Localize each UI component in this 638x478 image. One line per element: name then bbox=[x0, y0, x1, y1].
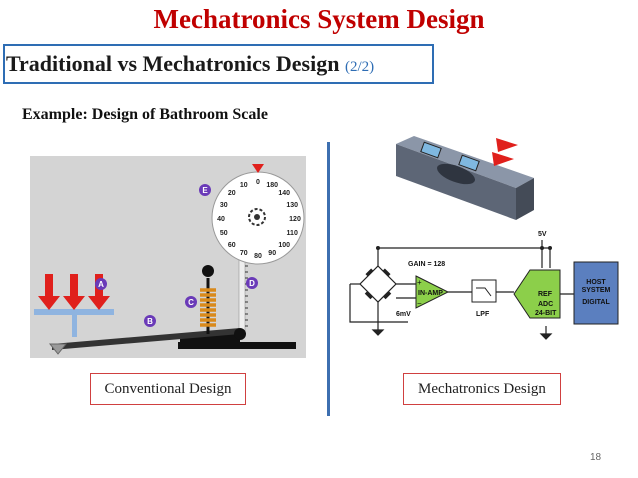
dial-number: 100 bbox=[278, 242, 290, 249]
dial-number: 130 bbox=[286, 202, 298, 209]
part-label-a: A bbox=[95, 278, 107, 290]
dial-pointer bbox=[252, 164, 264, 173]
fulcrum bbox=[48, 343, 68, 355]
force-arrow-2 bbox=[492, 152, 514, 166]
adc-bits-label: 24-BIT bbox=[535, 310, 557, 317]
strain-gauge-2 bbox=[458, 154, 480, 172]
adc-label: ADC bbox=[538, 301, 553, 308]
lever-b bbox=[52, 328, 240, 350]
lpf-block bbox=[471, 279, 497, 303]
section-divider bbox=[327, 142, 330, 416]
slide-subtitle: Traditional vs Mechatronics Design (2/2) bbox=[6, 51, 374, 77]
pan-stem bbox=[72, 315, 77, 337]
dial-number: 140 bbox=[278, 190, 290, 197]
gear-icon bbox=[248, 208, 266, 226]
part-label-c: C bbox=[185, 296, 197, 308]
rack-pivot bbox=[234, 328, 246, 340]
amp-label: IN-AMP bbox=[418, 290, 443, 297]
host-label-3: DIGITAL bbox=[582, 299, 610, 306]
svg-text:E: E bbox=[202, 186, 208, 195]
dial-number: 120 bbox=[289, 216, 301, 223]
spring-knob bbox=[202, 265, 214, 277]
host-label-1: HOST bbox=[586, 279, 606, 286]
signal-chain-schematic: + − IN-AMP LPF REF ADC 24-BIT HOST SYSTE… bbox=[349, 231, 619, 340]
spring-coil bbox=[200, 288, 216, 327]
mechatronics-design-caption: Mechatronics Design bbox=[403, 373, 561, 405]
svg-text:B: B bbox=[147, 317, 153, 326]
subtitle-box bbox=[3, 44, 434, 84]
part-label-d: D bbox=[246, 277, 258, 289]
conventional-design-caption: Conventional Design bbox=[90, 373, 246, 405]
dial-number: 30 bbox=[220, 202, 228, 209]
amp-minus-sign: − bbox=[417, 299, 422, 308]
ref-label: REF bbox=[538, 291, 553, 298]
subtitle-page: (2/2) bbox=[344, 59, 375, 75]
host-label-2: SYSTEM bbox=[582, 287, 611, 294]
host-system-block bbox=[573, 261, 619, 325]
dial-number: 50 bbox=[220, 230, 228, 237]
spring-mount bbox=[180, 334, 240, 342]
pan-platform bbox=[34, 309, 114, 315]
adc-block bbox=[513, 269, 561, 319]
dial-number: 180 bbox=[266, 182, 278, 189]
strain-gauge-1 bbox=[420, 141, 442, 159]
in-amp bbox=[415, 275, 450, 309]
dial-number: 110 bbox=[287, 230, 298, 237]
amp-plus-sign: + bbox=[417, 278, 422, 287]
base-plate bbox=[178, 342, 296, 349]
gain-label: GAIN = 128 bbox=[408, 261, 445, 268]
dial-number: 60 bbox=[228, 242, 236, 249]
part-label-e: E bbox=[199, 184, 211, 196]
lpf-label: LPF bbox=[476, 311, 490, 318]
svg-text:D: D bbox=[249, 279, 255, 288]
example-heading: Example: Design of Bathroom Scale bbox=[22, 106, 268, 123]
slide-title: Mechatronics System Design bbox=[153, 4, 485, 34]
load-cell-illustration bbox=[396, 136, 534, 220]
part-label-b: B bbox=[144, 315, 156, 327]
dial-number: 80 bbox=[254, 253, 262, 260]
dial-number: 90 bbox=[268, 250, 276, 257]
dial-number: 10 bbox=[240, 182, 248, 189]
lpf-curve bbox=[476, 287, 492, 297]
dial-number: 0 bbox=[256, 179, 260, 186]
excitation-label: 6mV bbox=[396, 311, 411, 318]
dial-number: 20 bbox=[228, 190, 236, 197]
bridge-resistors bbox=[364, 268, 392, 300]
dial-number: 40 bbox=[217, 216, 225, 223]
force-arrow-1 bbox=[496, 138, 518, 152]
supply-label: 5V bbox=[538, 231, 547, 238]
svg-text:C: C bbox=[188, 298, 194, 307]
svg-text:A: A bbox=[98, 280, 104, 289]
load-cell-hole bbox=[437, 163, 475, 185]
page-number: 18 bbox=[590, 452, 602, 463]
load-cell-side bbox=[516, 178, 534, 220]
dial-number: 70 bbox=[240, 250, 248, 257]
subtitle-text: Traditional vs Mechatronics Design bbox=[6, 51, 340, 76]
load-arrows bbox=[38, 274, 110, 310]
